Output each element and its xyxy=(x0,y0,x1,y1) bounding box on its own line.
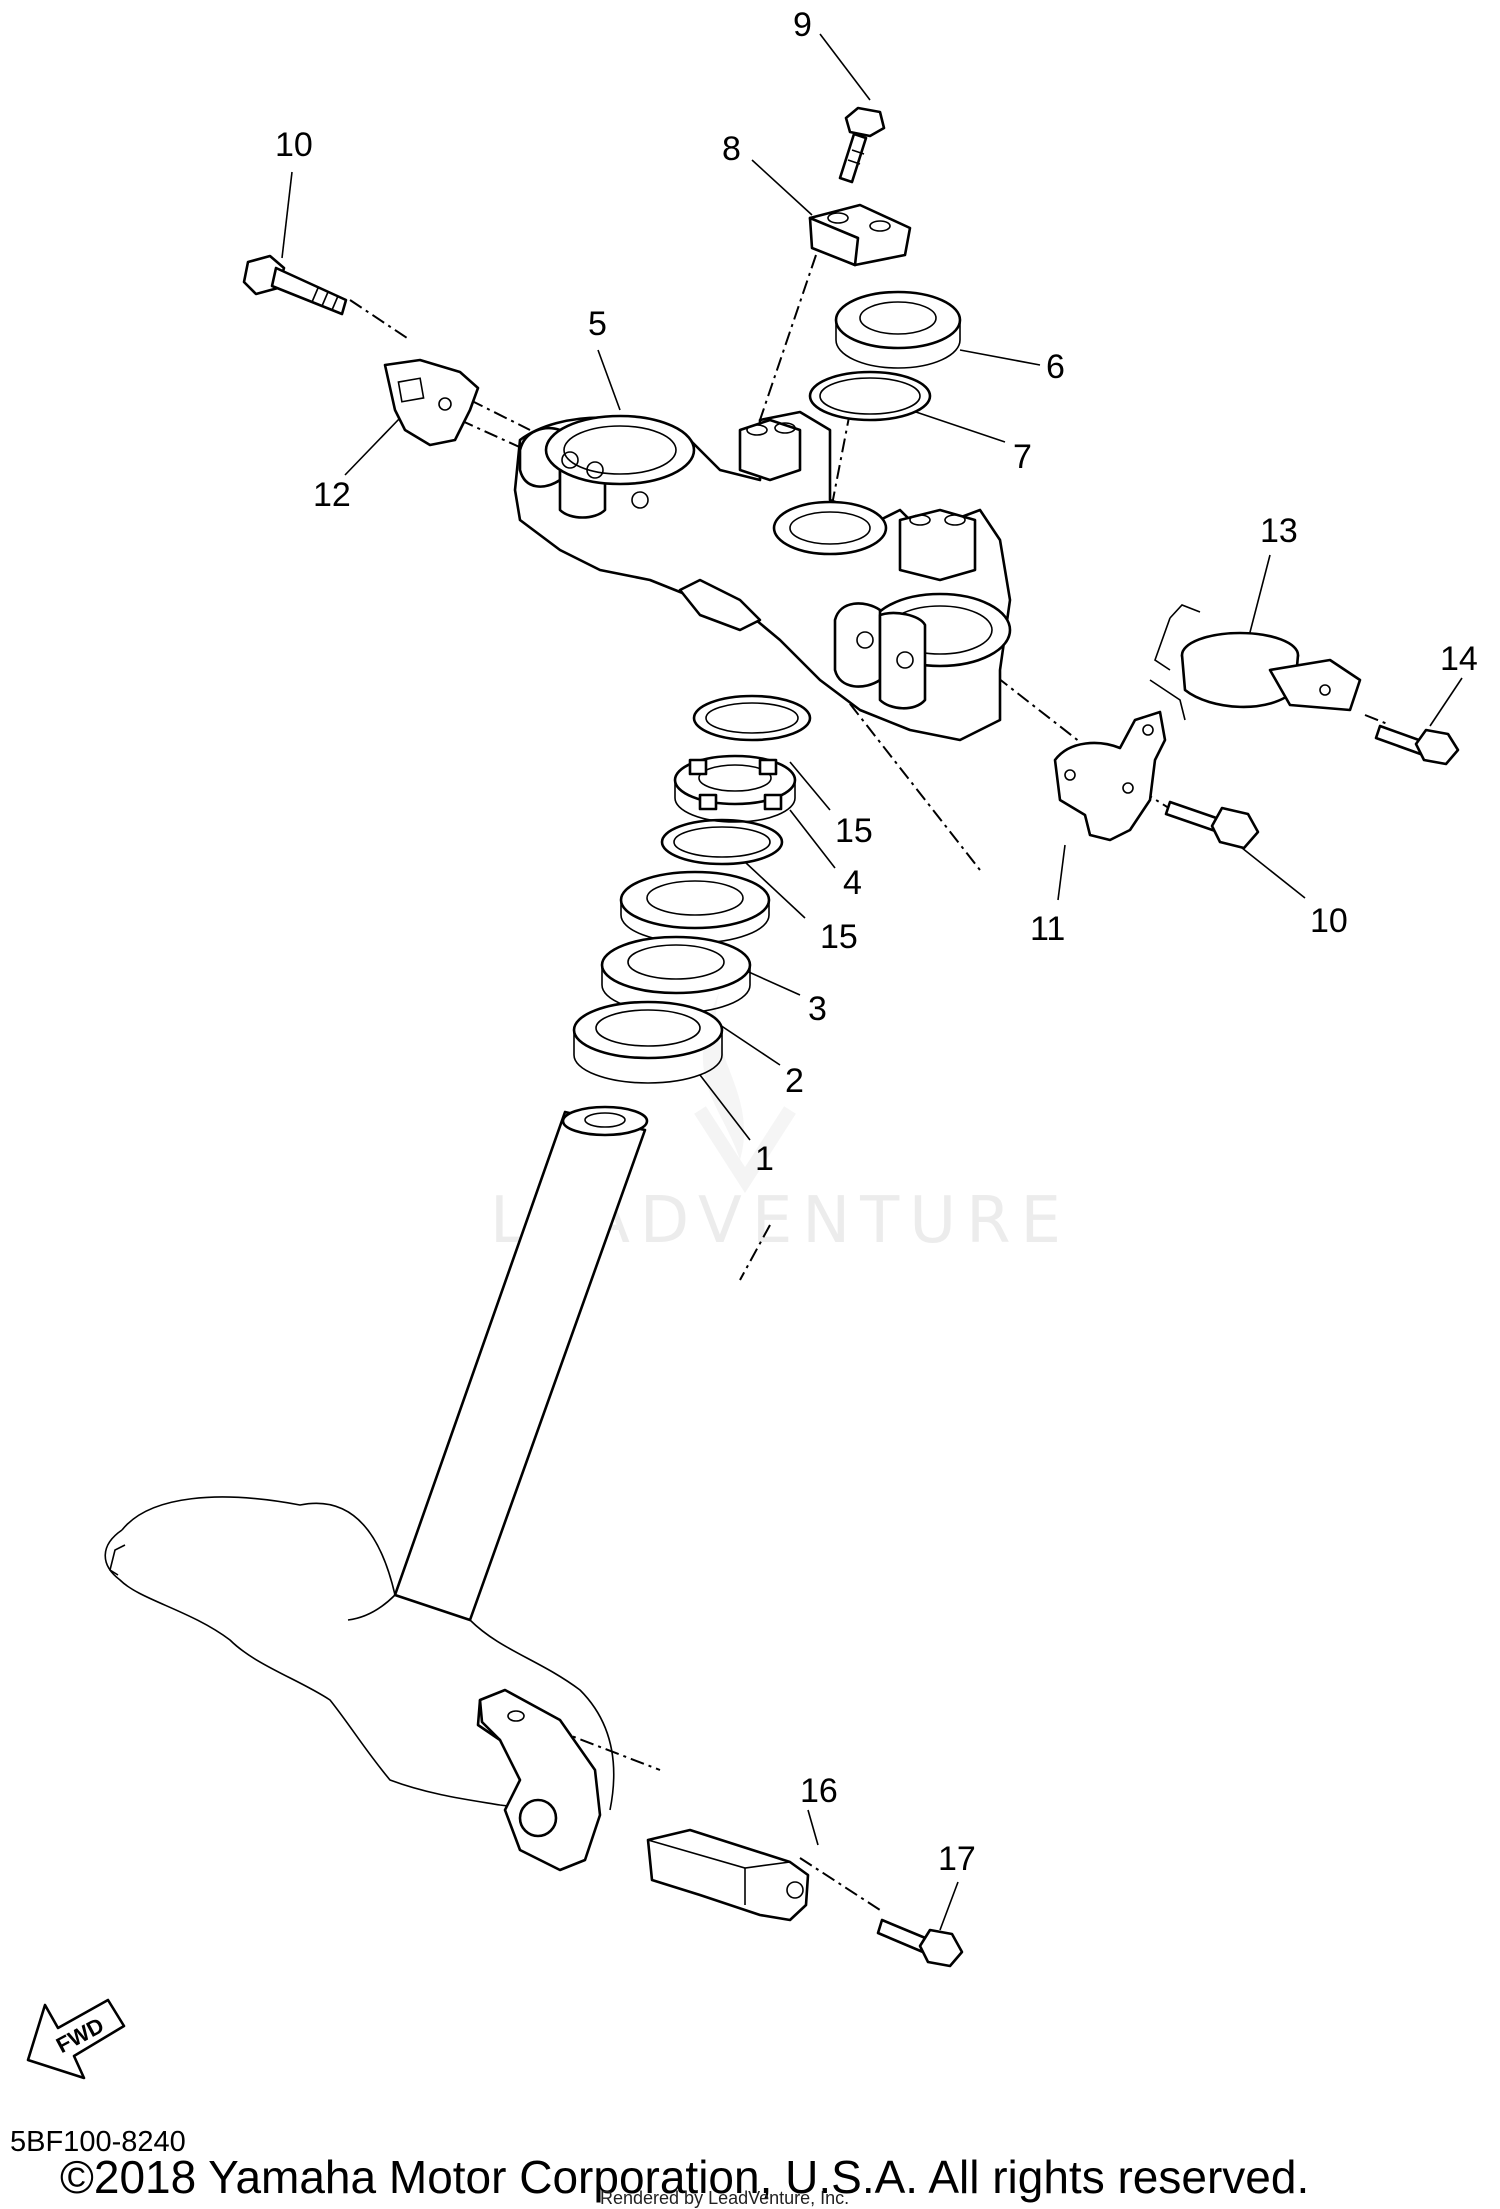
callout-15-lower: 15 xyxy=(820,918,858,956)
bearing-1 xyxy=(572,1000,724,1084)
ring-nut-4 xyxy=(673,754,797,823)
bolt-14 xyxy=(1374,724,1460,766)
leader-lines xyxy=(281,33,1463,1931)
drawing-code: 5BF100-8240 xyxy=(10,2126,186,2158)
copyright-notice: ©2018 Yamaha Motor Corporation, U.S.A. A… xyxy=(60,2151,1310,2203)
bolt-10-right xyxy=(1164,800,1260,850)
handlebar-holder-8 xyxy=(808,203,912,267)
callouts: 9 10 8 5 6 7 12 13 14 15 4 15 3 2 1 11 1… xyxy=(275,6,1478,1878)
callout-17: 17 xyxy=(938,1840,976,1878)
callout-16: 16 xyxy=(800,1772,838,1810)
callout-1: 1 xyxy=(755,1140,774,1178)
callout-3: 3 xyxy=(808,990,827,1028)
callout-11: 11 xyxy=(1030,910,1065,948)
callout-15-upper: 15 xyxy=(835,812,873,850)
callout-7: 7 xyxy=(1013,438,1032,476)
bolt-9 xyxy=(838,106,886,184)
washer-15-upper xyxy=(692,694,812,742)
callout-6: 6 xyxy=(1046,348,1065,386)
callout-5: 5 xyxy=(588,305,607,343)
callout-8: 8 xyxy=(722,130,741,168)
callout-10-right: 10 xyxy=(1310,902,1348,940)
callout-13: 13 xyxy=(1260,512,1298,550)
clamp-16 xyxy=(646,1828,810,1922)
washer-7 xyxy=(808,370,932,422)
bearing-race-3 xyxy=(619,870,771,944)
callout-4: 4 xyxy=(843,864,862,902)
callout-2: 2 xyxy=(785,1062,804,1100)
bracket-11 xyxy=(1053,710,1167,842)
lower-bracket xyxy=(104,1496,615,1872)
bracket-12 xyxy=(383,358,480,447)
bearing-2 xyxy=(600,935,752,1014)
washer-15-lower xyxy=(660,818,784,866)
callout-9: 9 xyxy=(793,6,812,44)
callout-10-left: 10 xyxy=(275,126,313,164)
rendered-by-notice: Rendered by LeadVenture, Inc. xyxy=(600,2188,850,2208)
upper-bracket-5 xyxy=(513,410,1012,742)
bolt-17 xyxy=(876,1918,964,1968)
clamp-13 xyxy=(1149,604,1362,721)
fwd-arrow-icon: FWD xyxy=(26,1998,126,2080)
callout-14: 14 xyxy=(1440,640,1478,678)
bushing-6 xyxy=(834,290,962,369)
assembly-lines xyxy=(349,254,1391,1911)
bolt-10-left xyxy=(242,254,348,316)
callout-12: 12 xyxy=(313,476,351,514)
